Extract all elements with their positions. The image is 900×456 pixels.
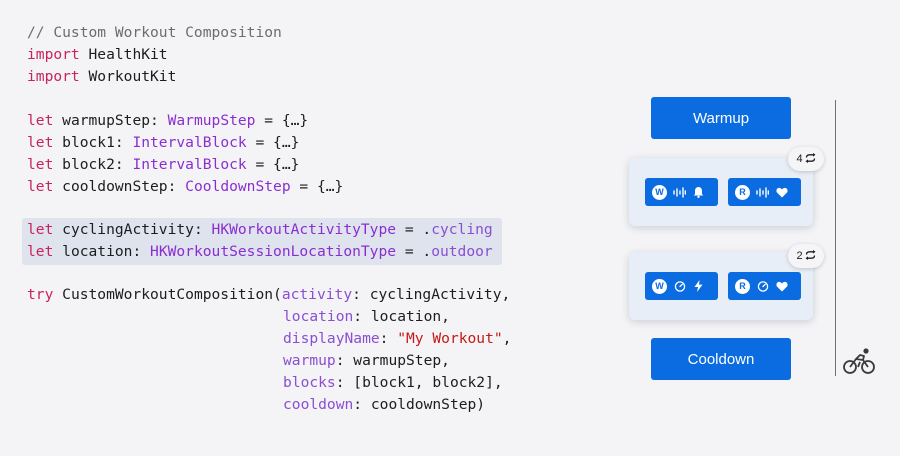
work-badge: W (652, 184, 667, 200)
warmup-step-button: Warmup (651, 97, 791, 139)
var-name: cyclingActivity (62, 221, 194, 238)
heart-icon (775, 186, 788, 199)
recovery-badge: R (735, 184, 750, 200)
arg-value: [block1, block2], (353, 374, 503, 391)
arg-label: displayName (283, 330, 380, 347)
warmup-label: Warmup (692, 109, 750, 127)
cooldown-step-button: Cooldown (651, 338, 791, 380)
arg-label: cooldown (283, 396, 354, 413)
code-line-arg-blocks: blocks: [block1, block2], (283, 374, 503, 391)
placeholder-value: = {…} (299, 178, 344, 195)
code-line-import1: import HealthKit (27, 44, 168, 66)
type-name: IntervalBlock (132, 156, 247, 173)
arg-value: location (370, 308, 442, 325)
type-name: CooldownStep (185, 178, 291, 195)
var-name: block2 (62, 156, 115, 173)
type-name: IntervalBlock (132, 134, 247, 151)
interval-block-1: W R (629, 158, 813, 226)
heart-icon (775, 280, 788, 293)
code-line-location: let location: HKWorkoutSessionLocationTy… (27, 243, 493, 260)
arg-value: warmupStep (353, 352, 442, 369)
code-line-try: try CustomWorkoutComposition(activity: c… (27, 286, 511, 303)
timeline-divider (835, 100, 836, 376)
bell-icon (692, 186, 705, 199)
work-badge: W (652, 278, 667, 294)
keyword: let (27, 221, 54, 238)
repeat-icon (805, 152, 816, 166)
code-line-arg-cooldown: cooldown: cooldownStep) (283, 396, 486, 413)
code-line-arg-location: location: location, (283, 308, 450, 325)
module-name: WorkoutKit (88, 68, 177, 85)
keyword: let (27, 156, 54, 173)
arg-label: warmup (283, 352, 336, 369)
placeholder-value: = {…} (264, 112, 309, 129)
arg-label: activity (281, 286, 353, 303)
code-line-import2: import WorkoutKit (27, 66, 176, 88)
waveform-icon (756, 186, 769, 199)
arg-label: location (283, 308, 354, 325)
code-line-block1: let block1: IntervalBlock = {…} (27, 134, 300, 151)
code-line-comment: // Custom Workout Composition (27, 22, 282, 44)
timer-icon (756, 280, 769, 293)
bolt-icon (692, 280, 705, 293)
cooldown-label: Cooldown (687, 350, 755, 368)
keyword: let (27, 243, 54, 260)
keyword: let (27, 178, 54, 195)
enum-member: cycling (431, 221, 493, 238)
type-name: WarmupStep (167, 112, 256, 129)
arg-value: cyclingActivity (369, 286, 502, 303)
placeholder-value: = {…} (255, 134, 300, 151)
iteration-count: 2 (796, 250, 803, 262)
keyword: import (27, 46, 80, 63)
recovery-step: R (728, 178, 801, 206)
code-comment: // Custom Workout Composition (27, 24, 282, 41)
keyword: let (27, 134, 54, 151)
work-step: W (645, 272, 718, 300)
keyword: let (27, 112, 54, 129)
iteration-count-badge: 2 (788, 244, 824, 268)
var-name: cooldownStep (62, 178, 168, 195)
module-name: HealthKit (88, 46, 168, 63)
iteration-count: 4 (796, 153, 803, 165)
type-name: HKWorkoutActivityType (211, 221, 397, 238)
string-literal: "My Workout" (397, 330, 503, 347)
recovery-step: R (728, 272, 801, 300)
code-line-arg-warmup: warmup: warmupStep, (283, 352, 450, 369)
code-line-activity: let cyclingActivity: HKWorkoutActivityTy… (27, 221, 493, 238)
interval-block-2: W R (629, 252, 813, 320)
code-line-arg-display: displayName: "My Workout", (283, 330, 512, 347)
placeholder-value: = {…} (255, 156, 300, 173)
function-call: CustomWorkoutComposition( (62, 286, 282, 303)
var-name: warmupStep (62, 112, 151, 129)
code-line-cooldown: let cooldownStep: CooldownStep = {…} (27, 178, 344, 195)
iteration-count-badge: 4 (788, 147, 824, 171)
work-step: W (645, 178, 718, 206)
keyword: import (27, 68, 80, 85)
waveform-icon (673, 186, 686, 199)
timer-icon (673, 280, 686, 293)
keyword: try (27, 286, 54, 303)
code-line-warmup: let warmupStep: WarmupStep = {…} (27, 112, 309, 129)
code-editor: // Custom Workout Composition import Hea… (27, 22, 511, 413)
type-name: HKWorkoutSessionLocationType (150, 243, 397, 260)
enum-member: outdoor (431, 243, 493, 260)
bicycle-icon (842, 346, 876, 376)
code-line-block2: let block2: IntervalBlock = {…} (27, 156, 300, 173)
arg-value: cooldownStep) (370, 396, 486, 413)
code-highlight (22, 218, 502, 265)
var-name: location (62, 243, 133, 260)
arg-label: blocks (283, 374, 336, 391)
var-name: block1 (62, 134, 115, 151)
repeat-icon (805, 249, 816, 263)
recovery-badge: R (735, 278, 750, 294)
